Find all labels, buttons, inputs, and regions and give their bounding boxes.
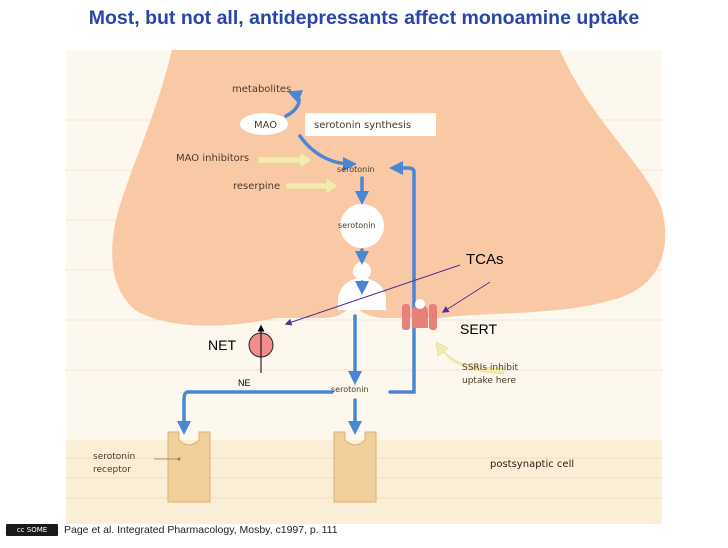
reserpine-arrow — [285, 177, 339, 195]
net-label: NET — [208, 337, 236, 353]
reserpine-label: reserpine — [233, 181, 280, 192]
serotonin-cleft-label: serotonin — [331, 385, 369, 394]
mao-inhibitor-arrow — [257, 151, 313, 169]
mao-inhibitors-label: MAO inhibitors — [176, 153, 249, 164]
mao-label: MAO — [254, 120, 277, 131]
serotonin-top-label: serotonin — [337, 165, 375, 174]
small-vesicle — [353, 262, 371, 280]
sert-label: SERT — [460, 321, 498, 337]
serotonin-vesicle — [340, 204, 384, 248]
serotonin-synthesis-label: serotonin synthesis — [314, 120, 411, 131]
tca-to-net-pointer — [284, 264, 461, 326]
serotonin-receptor-right — [333, 431, 377, 503]
cc-license-badge[interactable]: cc SOME RIGHTS — [6, 524, 58, 546]
ne-label: NE — [238, 378, 251, 388]
ssris-label-line2: uptake here — [462, 376, 516, 386]
citation: Page et al. Integrated Pharmacology, Mos… — [64, 524, 338, 536]
serotonin-pathway — [177, 90, 416, 435]
slide-title: Most, but not all, antidepressants affec… — [88, 7, 640, 29]
sert-transporter — [402, 299, 437, 330]
ssri-arrow — [435, 341, 505, 375]
tcas-label: TCAs — [466, 251, 504, 268]
serotonin-synthesis-box — [305, 113, 436, 136]
receptor-label-line2: receptor — [93, 465, 131, 475]
postsynaptic-cell-label: postsynaptic cell — [490, 459, 574, 470]
footer: cc SOME RIGHTS Page et al. Integrated Ph… — [6, 522, 338, 546]
serotonin-receptor-left — [167, 431, 211, 503]
ssris-label-line1: SSRIs inhibit — [462, 363, 519, 373]
metabolites-label: metabolites — [232, 84, 291, 95]
mao-enzyme — [240, 113, 288, 135]
serotonin-vesicle-label: serotonin — [338, 221, 376, 230]
tca-to-sert-pointer — [441, 281, 491, 313]
receptor-label-line1: serotonin — [93, 452, 135, 462]
